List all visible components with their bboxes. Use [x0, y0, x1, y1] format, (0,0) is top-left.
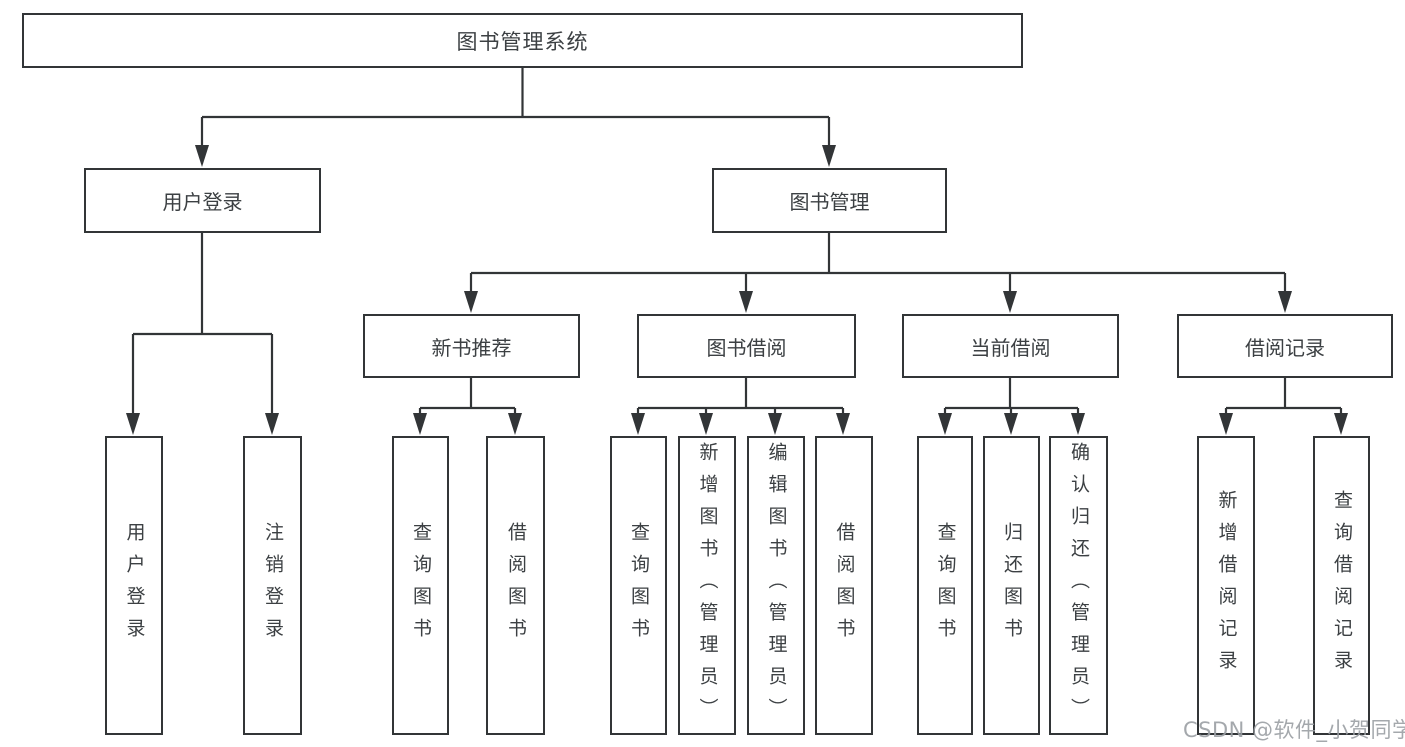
connector-user-login-to-leaves — [126, 233, 279, 435]
leaf-bb-query-books-label: 查询图书 — [628, 521, 650, 650]
leaf-bb-add-books-admin-label: 新增图书（管理员） — [696, 441, 719, 730]
node-borrow-records: 借阅记录 — [1177, 314, 1393, 378]
node-current-borrow: 当前借阅 — [902, 314, 1119, 378]
leaf-cb-confirm-return-admin-label: 确认归还（管理员） — [1068, 441, 1090, 730]
leaf-br-add-record-label: 新增借阅记录 — [1215, 489, 1238, 682]
node-book-mgmt: 图书管理 — [712, 168, 947, 233]
leaf-user-login: 用户登录 — [105, 436, 163, 735]
arrow-down-icon — [1003, 291, 1017, 313]
node-book-borrow: 图书借阅 — [637, 314, 856, 378]
arrow-down-icon — [195, 145, 209, 167]
node-current-borrow-label: 当前借阅 — [970, 335, 1051, 360]
node-root: 图书管理系统 — [22, 13, 1023, 68]
leaf-br-add-record: 新增借阅记录 — [1197, 436, 1255, 735]
connector-new-book-rec-to-leaves — [413, 378, 522, 435]
arrow-down-icon — [413, 413, 427, 435]
leaf-logout-label: 注销登录 — [262, 521, 284, 650]
leaf-rec-borrow-books: 借阅图书 — [486, 436, 545, 735]
arrow-down-icon — [508, 413, 522, 435]
leaf-bb-edit-books-admin-label: 编辑图书（管理员） — [765, 441, 788, 730]
arrow-down-icon — [631, 413, 645, 435]
leaf-bb-borrow-books: 借阅图书 — [815, 436, 873, 735]
leaf-cb-return-books: 归还图书 — [983, 436, 1040, 735]
leaf-bb-borrow-books-label: 借阅图书 — [833, 521, 856, 650]
node-book-borrow-label: 图书借阅 — [706, 335, 787, 360]
node-borrow-records-label: 借阅记录 — [1245, 335, 1325, 360]
arrow-down-icon — [464, 291, 478, 313]
connector-current-borrow-to-leaves — [938, 378, 1085, 435]
leaf-bb-edit-books-admin: 编辑图书（管理员） — [747, 436, 805, 735]
arrow-down-icon — [768, 413, 782, 435]
leaf-cb-confirm-return-admin: 确认归还（管理员） — [1049, 436, 1108, 735]
arrow-down-icon — [699, 413, 713, 435]
connector-book-borrow-to-leaves — [631, 378, 850, 435]
arrow-down-icon — [126, 413, 140, 435]
node-new-book-rec-label: 新书推荐 — [431, 335, 512, 360]
node-user-login: 用户登录 — [84, 168, 321, 233]
arrow-down-icon — [739, 291, 753, 313]
node-user-login-label: 用户登录 — [162, 190, 243, 214]
arrow-down-icon — [1278, 291, 1292, 313]
leaf-rec-query-books: 查询图书 — [392, 436, 449, 735]
leaf-br-query-record-label: 查询借阅记录 — [1331, 489, 1353, 682]
leaf-rec-borrow-books-label: 借阅图书 — [505, 521, 527, 650]
arrow-down-icon — [265, 413, 279, 435]
connector-root-to-level2 — [195, 68, 836, 167]
arrow-down-icon — [1219, 413, 1233, 435]
leaf-user-login-label: 用户登录 — [123, 521, 146, 650]
leaf-br-query-record: 查询借阅记录 — [1313, 436, 1370, 735]
leaf-cb-query-books-label: 查询图书 — [934, 521, 957, 650]
leaf-logout: 注销登录 — [243, 436, 302, 735]
arrow-down-icon — [822, 145, 836, 167]
leaf-rec-query-books-label: 查询图书 — [410, 521, 432, 650]
connector-borrow-records-to-leaves — [1219, 378, 1348, 435]
arrow-down-icon — [938, 413, 952, 435]
arrow-down-icon — [1004, 413, 1018, 435]
connector-book-mgmt-to-level3 — [464, 233, 1292, 313]
arrow-down-icon — [1071, 413, 1085, 435]
arrow-down-icon — [836, 413, 850, 435]
leaf-bb-add-books-admin: 新增图书（管理员） — [678, 436, 736, 735]
node-book-mgmt-label: 图书管理 — [789, 190, 870, 214]
leaf-cb-return-books-label: 归还图书 — [1001, 521, 1023, 650]
csdn-watermark: CSDN @软件_小贺同学 — [1183, 718, 1405, 742]
arrow-down-icon — [1334, 413, 1348, 435]
node-root-label: 图书管理系统 — [456, 29, 589, 54]
leaf-cb-query-books: 查询图书 — [917, 436, 973, 735]
node-new-book-rec: 新书推荐 — [363, 314, 580, 378]
leaf-bb-query-books: 查询图书 — [610, 436, 667, 735]
